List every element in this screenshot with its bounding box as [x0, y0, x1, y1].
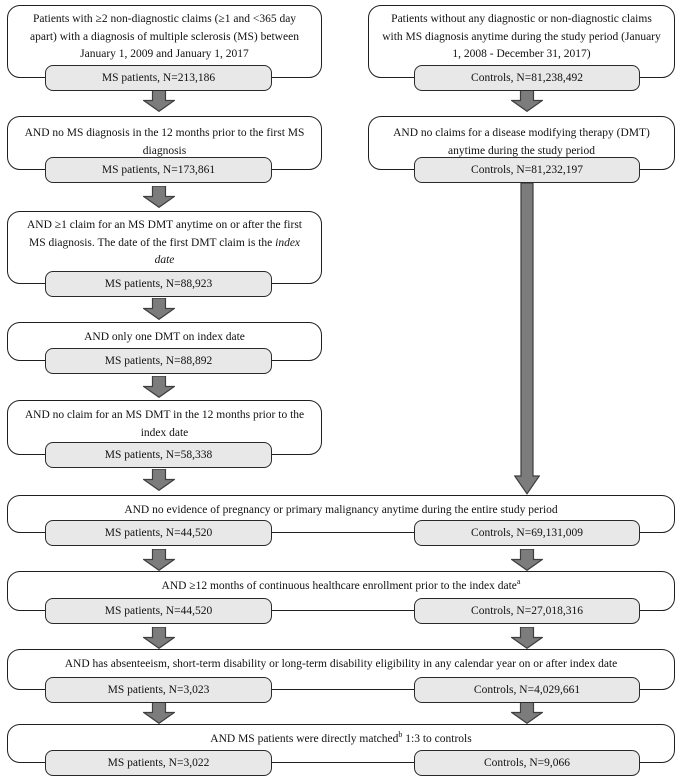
- down-arrow-icon: [143, 627, 175, 649]
- result-box-combined-3-controls: Controls, N=4,029,661: [414, 677, 640, 703]
- criteria-text-ms-1: Patients with ≥2 non-diagnostic claims (…: [30, 13, 299, 60]
- result-box-ms-2: MS patients, N=173,861: [45, 157, 272, 183]
- criteria-text-main: AND ≥12 months of continuous healthcare …: [161, 580, 517, 592]
- criteria-text-controls-1: Patients without any diagnostic or non-d…: [382, 13, 661, 60]
- result-box-controls-2: Controls, N=81,232,197: [414, 157, 640, 183]
- criteria-text-ms-5: AND no claim for an MS DMT in the 12 mon…: [24, 409, 305, 439]
- result-box-ms-1: MS patients, N=213,186: [45, 65, 272, 91]
- result-box-ms-4: MS patients, N=88,892: [45, 348, 272, 374]
- result-box-combined-3-ms: MS patients, N=3,023: [45, 677, 272, 703]
- down-arrow-icon: [143, 469, 175, 491]
- down-arrow-icon: [143, 549, 175, 571]
- result-box-controls-1: Controls, N=81,238,492: [414, 65, 640, 91]
- down-arrow-icon: [511, 702, 543, 724]
- result-box-combined-1-controls: Controls, N=69,131,009: [414, 520, 640, 546]
- result-box-ms-5: MS patients, N=58,338: [45, 442, 272, 468]
- result-box-ms-3: MS patients, N=88,923: [45, 271, 272, 297]
- criteria-text-combined-3: AND has absenteeism, short-term disabili…: [64, 658, 618, 670]
- criteria-text-combined-2: AND ≥12 months of continuous healthcare …: [8, 572, 674, 596]
- down-arrow-icon: [511, 549, 543, 571]
- criteria-text-italic: index date: [154, 236, 301, 267]
- footnote-marker-b: b: [398, 730, 403, 740]
- criteria-text-ms-4: AND only one DMT on index date: [84, 331, 245, 343]
- criteria-text-combined-4: AND MS patients were directly matchedb 1…: [8, 725, 674, 749]
- criteria-text-ms-3: AND ≥1 claim for an MS DMT anytime on or…: [8, 212, 321, 270]
- down-arrow-icon: [143, 186, 175, 208]
- footnote-marker-a: a: [516, 577, 521, 587]
- criteria-text-after: 1:3 to controls: [402, 733, 472, 745]
- criteria-text-ms-2: AND no MS diagnosis in the 12 months pri…: [24, 127, 305, 157]
- down-arrow-icon: [143, 298, 175, 320]
- result-box-combined-2-ms: MS patients, N=44,520: [45, 598, 272, 624]
- long-down-arrow-icon: [514, 183, 540, 495]
- down-arrow-icon: [143, 90, 175, 112]
- down-arrow-icon: [143, 376, 175, 398]
- criteria-text-combined-1: AND no evidence of pregnancy or primary …: [124, 504, 558, 516]
- down-arrow-icon: [511, 90, 543, 112]
- result-box-combined-1-ms: MS patients, N=44,520: [45, 520, 272, 546]
- result-box-combined-4-controls: Controls, N=9,066: [414, 750, 640, 776]
- down-arrow-icon: [143, 702, 175, 724]
- criteria-text-main: AND ≥1 claim for an MS DMT anytime on or…: [26, 219, 302, 249]
- criteria-text-main: AND MS patients were directly matched: [210, 733, 399, 745]
- down-arrow-icon: [511, 627, 543, 649]
- result-box-combined-4-ms: MS patients, N=3,022: [45, 750, 272, 776]
- result-box-combined-2-controls: Controls, N=27,018,316: [414, 598, 640, 624]
- criteria-text-controls-2: AND no claims for a disease modifying th…: [393, 127, 650, 157]
